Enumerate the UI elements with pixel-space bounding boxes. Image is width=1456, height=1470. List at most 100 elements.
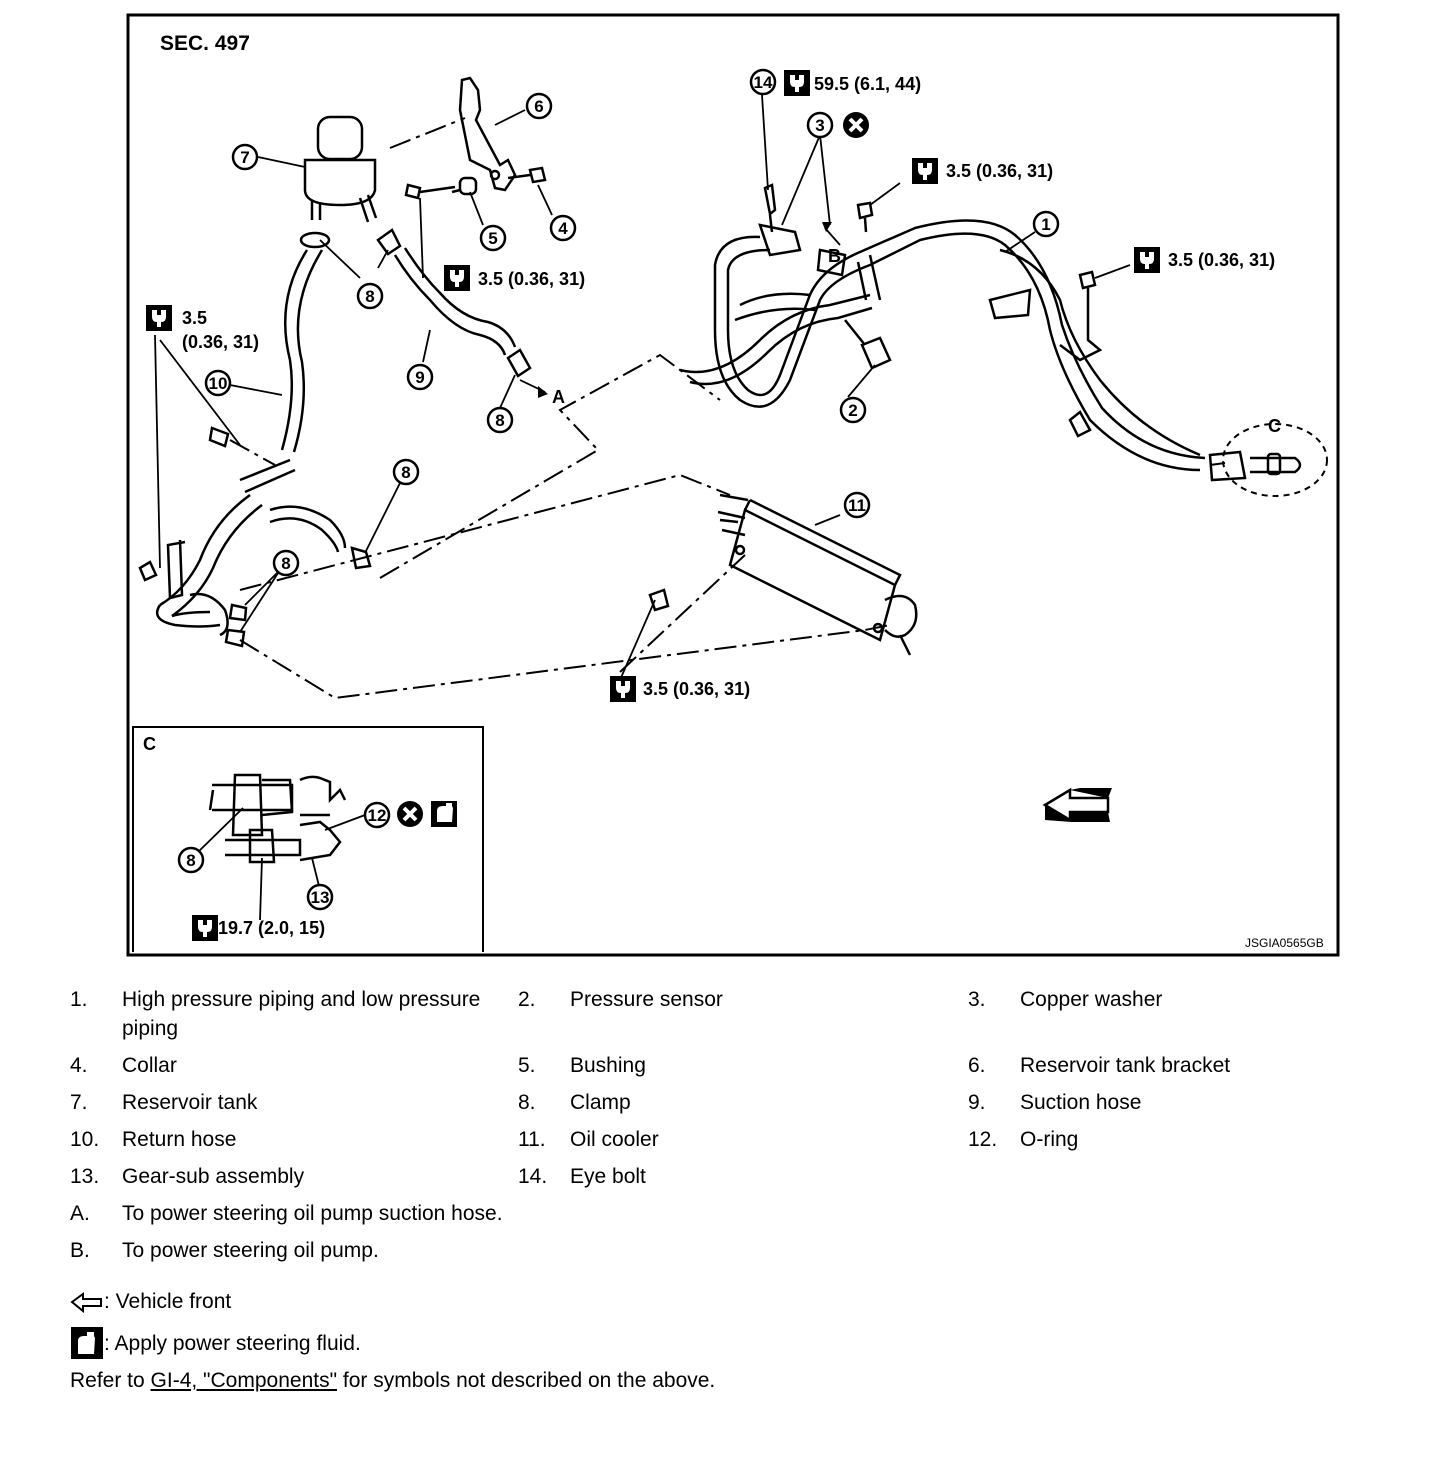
- fluid-icon: [431, 801, 457, 827]
- callout-5: 5: [479, 224, 507, 252]
- do-not-reuse-icon: [841, 110, 871, 140]
- diagram-frame: [126, 13, 1340, 957]
- callout-4: 4: [549, 214, 577, 242]
- svg-text:3: 3: [815, 116, 824, 135]
- reservoir-tank-drawing: [303, 115, 378, 223]
- legend-item: 2.Pressure sensor: [518, 988, 723, 1011]
- callout-2: 2: [839, 396, 867, 424]
- svg-text:8: 8: [281, 554, 290, 573]
- leader-lines: [154, 94, 1131, 921]
- torque-35-left-a: 3.5: [182, 308, 207, 328]
- detail-c-label: C: [143, 734, 156, 754]
- callout-8: 8: [392, 458, 420, 486]
- arrow-a-head: [538, 386, 548, 398]
- legend-item: 13.Gear-sub assembly: [70, 1165, 305, 1188]
- legend-item: 14.Eye bolt: [518, 1165, 646, 1188]
- suction-hose-drawing: [376, 228, 532, 378]
- callout-6: 6: [525, 92, 553, 120]
- legend-item: 10.Return hose: [70, 1128, 237, 1151]
- routing-lines: [229, 117, 1226, 700]
- torque-35-right: 3.5 (0.36, 31): [1168, 250, 1275, 270]
- svg-text:7: 7: [240, 148, 249, 167]
- svg-text:8: 8: [186, 851, 195, 870]
- svg-text:13: 13: [311, 888, 330, 907]
- components-diagram: SEC. 497 JSGIA0565GB C: [126, 13, 1340, 957]
- svg-text:14: 14: [754, 73, 773, 92]
- legend-item: 11.Oil cooler: [518, 1128, 659, 1151]
- components-link[interactable]: GI-4, "Components": [150, 1369, 338, 1392]
- torque-197: 19.7 (2.0, 15): [218, 918, 325, 938]
- svg-text:1: 1: [1041, 215, 1050, 234]
- lower-left-hoses: [155, 458, 347, 637]
- callout-13: 13: [306, 883, 334, 911]
- torque-59: 59.5 (6.1, 44): [814, 74, 921, 94]
- apply-fluid-icon: [71, 1327, 103, 1359]
- svg-text:8: 8: [401, 463, 410, 482]
- svg-text:8: 8: [365, 287, 374, 306]
- port-b-fitting: [758, 183, 847, 277]
- fluid-symbol-line: : Apply power steering fluid.: [70, 1326, 1430, 1360]
- torque-wrench-icon: [444, 265, 470, 291]
- bracket-fasteners: [404, 166, 547, 200]
- pressure-sensor-drawing: [844, 319, 892, 370]
- arrow-label-a: A: [552, 387, 565, 407]
- torque-wrench-icon: [146, 305, 172, 331]
- detail-c-circle: [1222, 423, 1328, 497]
- legend-letter-b: B. To power steering oil pump.: [70, 1239, 379, 1262]
- callout-8: 8: [272, 549, 300, 577]
- high-pressure-piping-drawing: [679, 219, 1302, 482]
- legend-item: 12.O-ring: [968, 1128, 1079, 1151]
- legend-item: 3.Copper washer: [968, 988, 1163, 1011]
- callout-11: 11: [843, 491, 871, 519]
- torque-35-cooler: 3.5 (0.36, 31): [643, 679, 750, 699]
- right-bracket: [856, 201, 1103, 362]
- svg-text:8: 8: [495, 411, 504, 430]
- legend-item: 4.Collar: [70, 1054, 177, 1077]
- image-code: JSGIA0565GB: [1245, 936, 1324, 950]
- torque-35-upper: 3.5 (0.36, 31): [946, 161, 1053, 181]
- svg-text:11: 11: [848, 496, 866, 515]
- detail-c-frame: [132, 726, 484, 952]
- svg-text:6: 6: [534, 97, 543, 116]
- legend-item: 6.Reservoir tank bracket: [968, 1054, 1231, 1077]
- vehicle-front-icon: [70, 1291, 102, 1313]
- legend-grid: 1.High pressure piping and low pressure …: [70, 985, 1430, 1191]
- callout-8: 8: [356, 282, 384, 310]
- legend-item: 9.Suction hose: [968, 1091, 1142, 1114]
- torque-wrench-icon: [192, 915, 218, 941]
- svg-text:10: 10: [209, 374, 228, 393]
- callout-7: 7: [231, 143, 259, 171]
- section-label: SEC. 497: [160, 32, 250, 55]
- svg-text:2: 2: [848, 401, 857, 420]
- arrow-label-c: C: [1268, 416, 1281, 436]
- callout-8: 8: [177, 846, 205, 874]
- callout-14: 14: [749, 68, 777, 96]
- torque-35-left-b: (0.36, 31): [182, 332, 259, 352]
- legend-item: 1.High pressure piping and low pressure …: [70, 988, 481, 1040]
- torque-35-middle: 3.5 (0.36, 31): [478, 269, 585, 289]
- do-not-reuse-icon: [395, 799, 425, 829]
- arrow-label-b: B: [828, 246, 841, 266]
- arrow-b-head: [822, 222, 832, 232]
- callout-3: 3: [806, 111, 834, 139]
- callout-10: 10: [204, 369, 232, 397]
- svg-text:12: 12: [368, 806, 387, 825]
- svg-text:4: 4: [558, 219, 568, 238]
- legend-letter-a: A. To power steering oil pump suction ho…: [70, 1202, 503, 1225]
- detail-c-drawing: [208, 773, 347, 864]
- torque-wrench-icon: [912, 158, 938, 184]
- callout-8: 8: [486, 406, 514, 434]
- torque-wrench-icon: [1134, 247, 1160, 273]
- reservoir-bracket-drawing: [458, 76, 517, 192]
- legend-item: 7.Reservoir tank: [70, 1091, 258, 1114]
- oil-cooler-drawing: [717, 493, 918, 656]
- legend-item: 8.Clamp: [518, 1091, 631, 1114]
- reference-note: Refer to GI-4, "Components" for symbols …: [70, 1369, 716, 1392]
- vehicle-front-arrow: [1042, 787, 1112, 823]
- torque-wrench-icon: [784, 70, 810, 96]
- callout-1: 1: [1032, 210, 1060, 238]
- legend-item: 5.Bushing: [518, 1054, 646, 1077]
- parts-legend: 1.High pressure piping and low pressure …: [70, 985, 1430, 1395]
- vehicle-front-symbol-line: : Vehicle front: [70, 1287, 1430, 1316]
- return-hose-drawing: [280, 231, 331, 453]
